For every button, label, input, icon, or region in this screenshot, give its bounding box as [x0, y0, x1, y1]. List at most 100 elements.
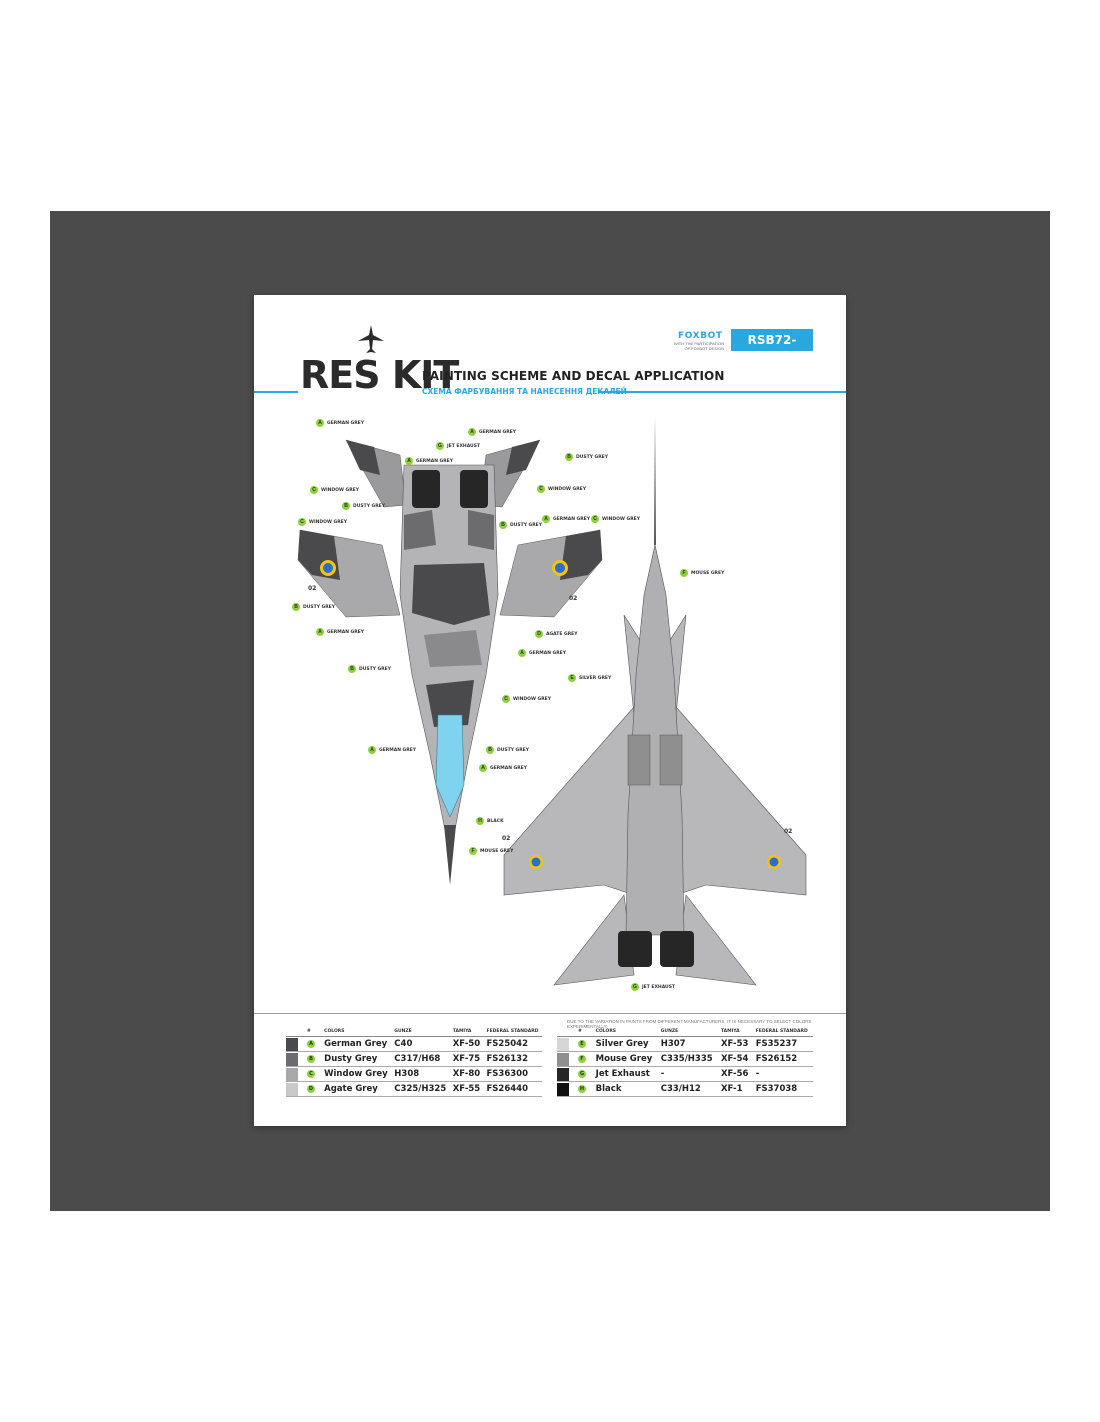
brand-logo: RES KIT: [300, 353, 459, 397]
color-name: Agate Grey: [321, 1081, 392, 1097]
header-rule-right: [598, 391, 846, 393]
color-letter: H: [578, 1084, 586, 1093]
gunze-code: H308: [391, 1066, 450, 1082]
partner-note: WITH THE PARTICIPATION OF FOXBOT DESIGN: [673, 341, 724, 351]
color-letter: B: [307, 1054, 315, 1063]
top-view-aircraft: [297, 439, 603, 885]
fs-code: FS26440: [483, 1081, 542, 1097]
color-swatch: [286, 1051, 304, 1067]
color-name: Black: [592, 1081, 658, 1097]
fs-code: FS26132: [483, 1051, 542, 1067]
header-rule-left: [254, 391, 298, 393]
gunze-code: C335/H335: [657, 1051, 718, 1067]
color-letter: C: [307, 1069, 315, 1078]
gunze-code: C40: [391, 1036, 450, 1052]
table-divider: [254, 1013, 846, 1014]
tamiya-code: XF-50: [449, 1036, 484, 1052]
gunze-code: H307: [657, 1036, 718, 1052]
jet-logo-icon: [358, 325, 384, 353]
gunze-code: C325/H325: [391, 1081, 450, 1097]
tail-number-3: 02: [502, 835, 510, 842]
product-code-badge: RSB72-0005: [731, 329, 813, 369]
color-swatch: [557, 1051, 575, 1067]
tail-number-4: 02: [784, 828, 792, 835]
page-title: PAINTING SCHEME AND DECAL APPLICATION: [422, 369, 725, 383]
gunze-code: C317/H68: [391, 1051, 450, 1067]
color-name: Window Grey: [321, 1066, 392, 1082]
color-name: German Grey: [321, 1036, 392, 1052]
color-swatch: [557, 1081, 575, 1097]
tamiya-code: XF-56: [717, 1066, 753, 1082]
aircraft-drawings: 02 02 02 02: [297, 415, 807, 986]
gunze-code: C33/H12: [657, 1081, 718, 1097]
tamiya-code: XF-55: [449, 1081, 484, 1097]
color-swatch: [557, 1036, 575, 1052]
color-letter: F: [578, 1054, 586, 1063]
paint-table-left: # COLORS GUNZE TAMIYA FEDERAL STANDARD A…: [286, 1026, 542, 1097]
tamiya-code: XF-53: [717, 1036, 753, 1052]
color-letter: A: [307, 1039, 315, 1048]
tail-number-1: 02: [308, 585, 316, 592]
tamiya-code: XF-54: [717, 1051, 753, 1067]
bottom-view-aircraft: [503, 415, 807, 986]
fs-code: FS35237: [752, 1036, 813, 1052]
partner-name: FOXBOT: [678, 331, 723, 341]
color-name: Mouse Grey: [592, 1051, 658, 1067]
color-letter: D: [307, 1084, 315, 1093]
fs-code: FS26152: [752, 1051, 813, 1067]
paint-table-right: # COLORS GUNZE TAMIYA FEDERAL STANDARD E…: [557, 1026, 813, 1097]
instruction-sheet: RES KIT PAINTING SCHEME AND DECAL APPLIC…: [254, 295, 846, 1126]
tail-number-2: 02: [569, 595, 577, 602]
color-name: Silver Grey: [592, 1036, 658, 1052]
tamiya-code: XF-80: [449, 1066, 484, 1082]
page-subtitle: СХЕМА ФАРБУВАННЯ ТА НАНЕСЕННЯ ДЕКАЛЕЙ: [422, 387, 627, 396]
color-swatch: [286, 1066, 304, 1082]
color-swatch: [286, 1036, 304, 1052]
tamiya-code: XF-75: [449, 1051, 484, 1067]
color-swatch: [557, 1066, 575, 1082]
color-name: Dusty Grey: [321, 1051, 392, 1067]
fs-code: FS37038: [752, 1081, 813, 1097]
fs-code: FS36300: [483, 1066, 542, 1082]
fs-code: -: [752, 1066, 813, 1082]
fs-code: FS25042: [483, 1036, 542, 1052]
color-letter: E: [578, 1039, 586, 1048]
gunze-code: -: [657, 1066, 718, 1082]
tamiya-code: XF-1: [717, 1081, 753, 1097]
color-letter: G: [578, 1069, 586, 1078]
color-swatch: [286, 1081, 304, 1097]
